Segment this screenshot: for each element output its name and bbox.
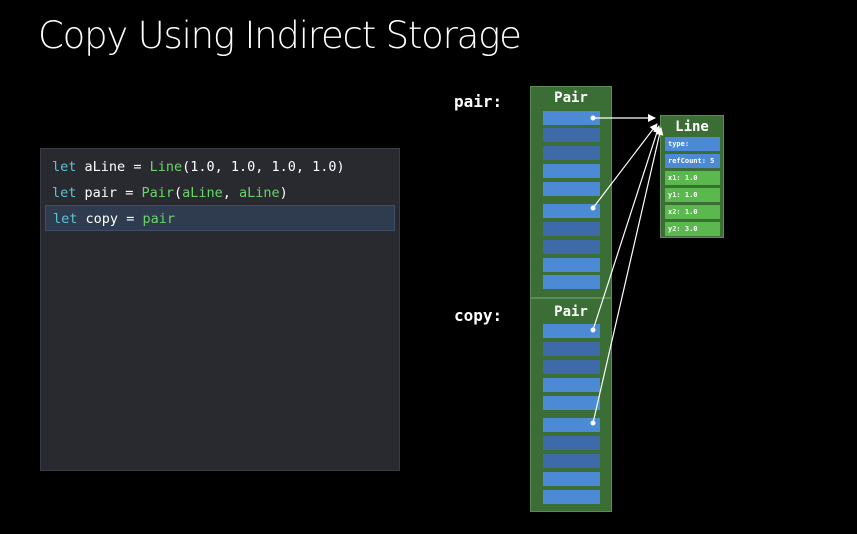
keyword: let: [52, 159, 77, 175]
line-object-box: Line type: refCount: 5 x1: 1.0 y1: 1.0 x…: [660, 115, 724, 238]
value: pair: [142, 211, 175, 227]
copy-box-title: Pair: [554, 304, 588, 320]
identifier: pair: [84, 185, 118, 201]
copy-variable-label: copy:: [454, 306, 503, 325]
line-field-y2: y2: 3.0: [665, 222, 720, 236]
paren-open: (: [173, 185, 183, 201]
paren-close: ): [279, 185, 288, 201]
memory-slot: [543, 324, 600, 338]
comma: ,: [222, 185, 240, 201]
line-field-x1: x1: 1.0: [665, 171, 720, 185]
type-name: Pair: [141, 185, 174, 201]
argument: aLine: [182, 185, 223, 201]
pair-box-title: Pair: [554, 90, 588, 106]
code-line-2: let pair = Pair(aLine, aLine): [45, 180, 395, 206]
arguments: (1.0, 1.0, 1.0, 1.0): [182, 159, 345, 175]
memory-slot: [543, 275, 600, 289]
line-field-x2: x2: 1.0: [665, 205, 720, 219]
argument: aLine: [239, 185, 280, 201]
line-box-title: Line: [675, 119, 709, 135]
identifier: aLine: [84, 159, 126, 175]
memory-slot: [543, 146, 600, 160]
line-field-type: type:: [665, 137, 720, 151]
type-name: Line: [149, 159, 183, 175]
line-field-refcount: refCount: 5: [665, 154, 720, 168]
memory-slot: [543, 418, 600, 432]
copy-struct-box: Pair: [530, 298, 612, 512]
memory-slot: [543, 111, 600, 125]
memory-slot: [543, 436, 600, 450]
operator: =: [125, 185, 134, 201]
keyword: let: [52, 185, 77, 201]
memory-slot: [543, 396, 600, 410]
pair-struct-box: Pair: [530, 86, 612, 298]
code-line-3-highlighted: let copy = pair: [45, 205, 395, 231]
memory-slot: [543, 204, 600, 218]
memory-slot: [543, 342, 600, 356]
pair-variable-label: pair:: [454, 92, 503, 111]
memory-slot: [543, 454, 600, 468]
memory-slot: [543, 258, 600, 272]
memory-slot: [543, 378, 600, 392]
line-field-y1: y1: 1.0: [665, 188, 720, 202]
memory-slot: [543, 128, 600, 142]
slide-title: Copy Using Indirect Storage: [38, 14, 522, 57]
memory-slot: [543, 490, 600, 504]
code-line-1: let aLine = Line(1.0, 1.0, 1.0, 1.0): [45, 154, 395, 180]
operator: =: [126, 211, 135, 227]
keyword: let: [53, 211, 78, 227]
identifier: copy: [85, 211, 119, 227]
memory-slot: [543, 360, 600, 374]
memory-slot: [543, 222, 600, 236]
code-editor: let aLine = Line(1.0, 1.0, 1.0, 1.0) let…: [40, 148, 400, 471]
memory-slot: [543, 240, 600, 254]
memory-slot: [543, 164, 600, 178]
memory-slot: [543, 472, 600, 486]
memory-slot: [543, 182, 600, 196]
operator: =: [133, 159, 142, 175]
